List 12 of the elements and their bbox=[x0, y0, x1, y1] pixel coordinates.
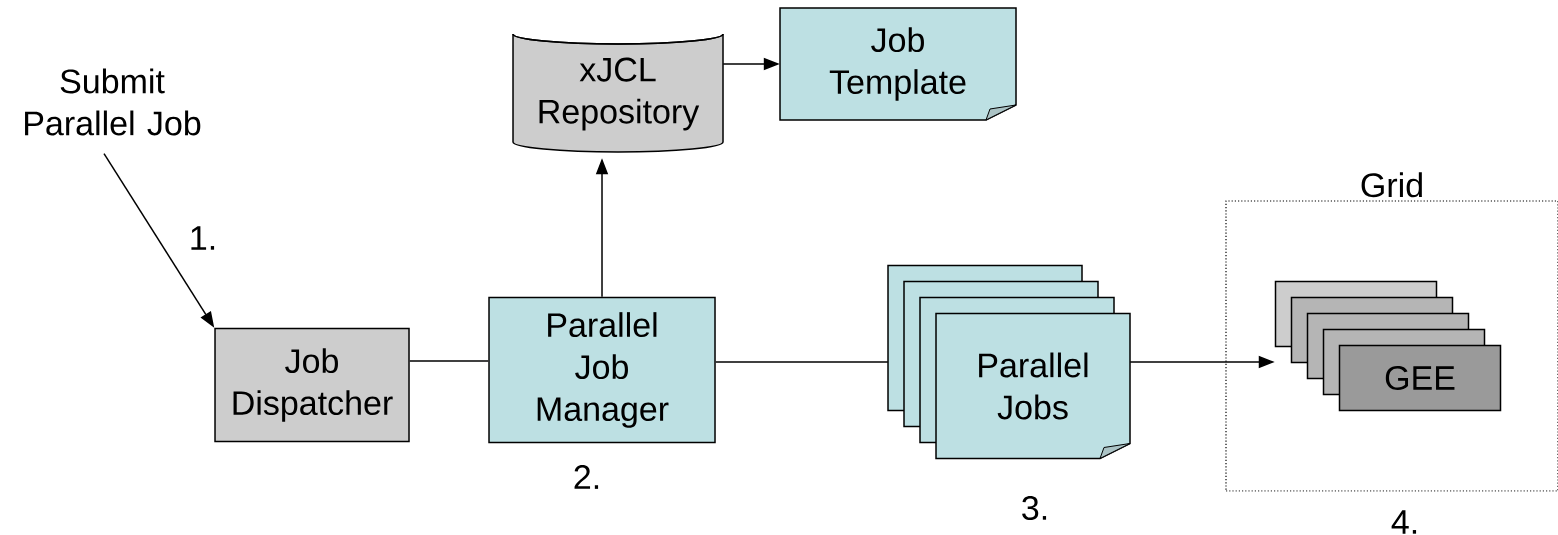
instruction-text: Submit Parallel Job bbox=[25, 68, 201, 136]
step-number: 4. bbox=[1391, 510, 1417, 534]
document-stack: Parallel Jobs bbox=[887, 264, 1131, 460]
node-label: GEE bbox=[1385, 365, 1455, 391]
step-number: 3. bbox=[1022, 495, 1047, 521]
process-box: Job Dispatcher bbox=[214, 327, 410, 443]
step-number: 2. bbox=[574, 465, 599, 489]
process-box: Parallel Job Manager bbox=[488, 296, 716, 444]
server-stack: GEE bbox=[1274, 280, 1502, 412]
edge-label: 1. bbox=[186, 224, 220, 252]
node-label: Grid bbox=[1361, 172, 1422, 198]
database-cylinder: xJCL Repository bbox=[512, 33, 724, 153]
